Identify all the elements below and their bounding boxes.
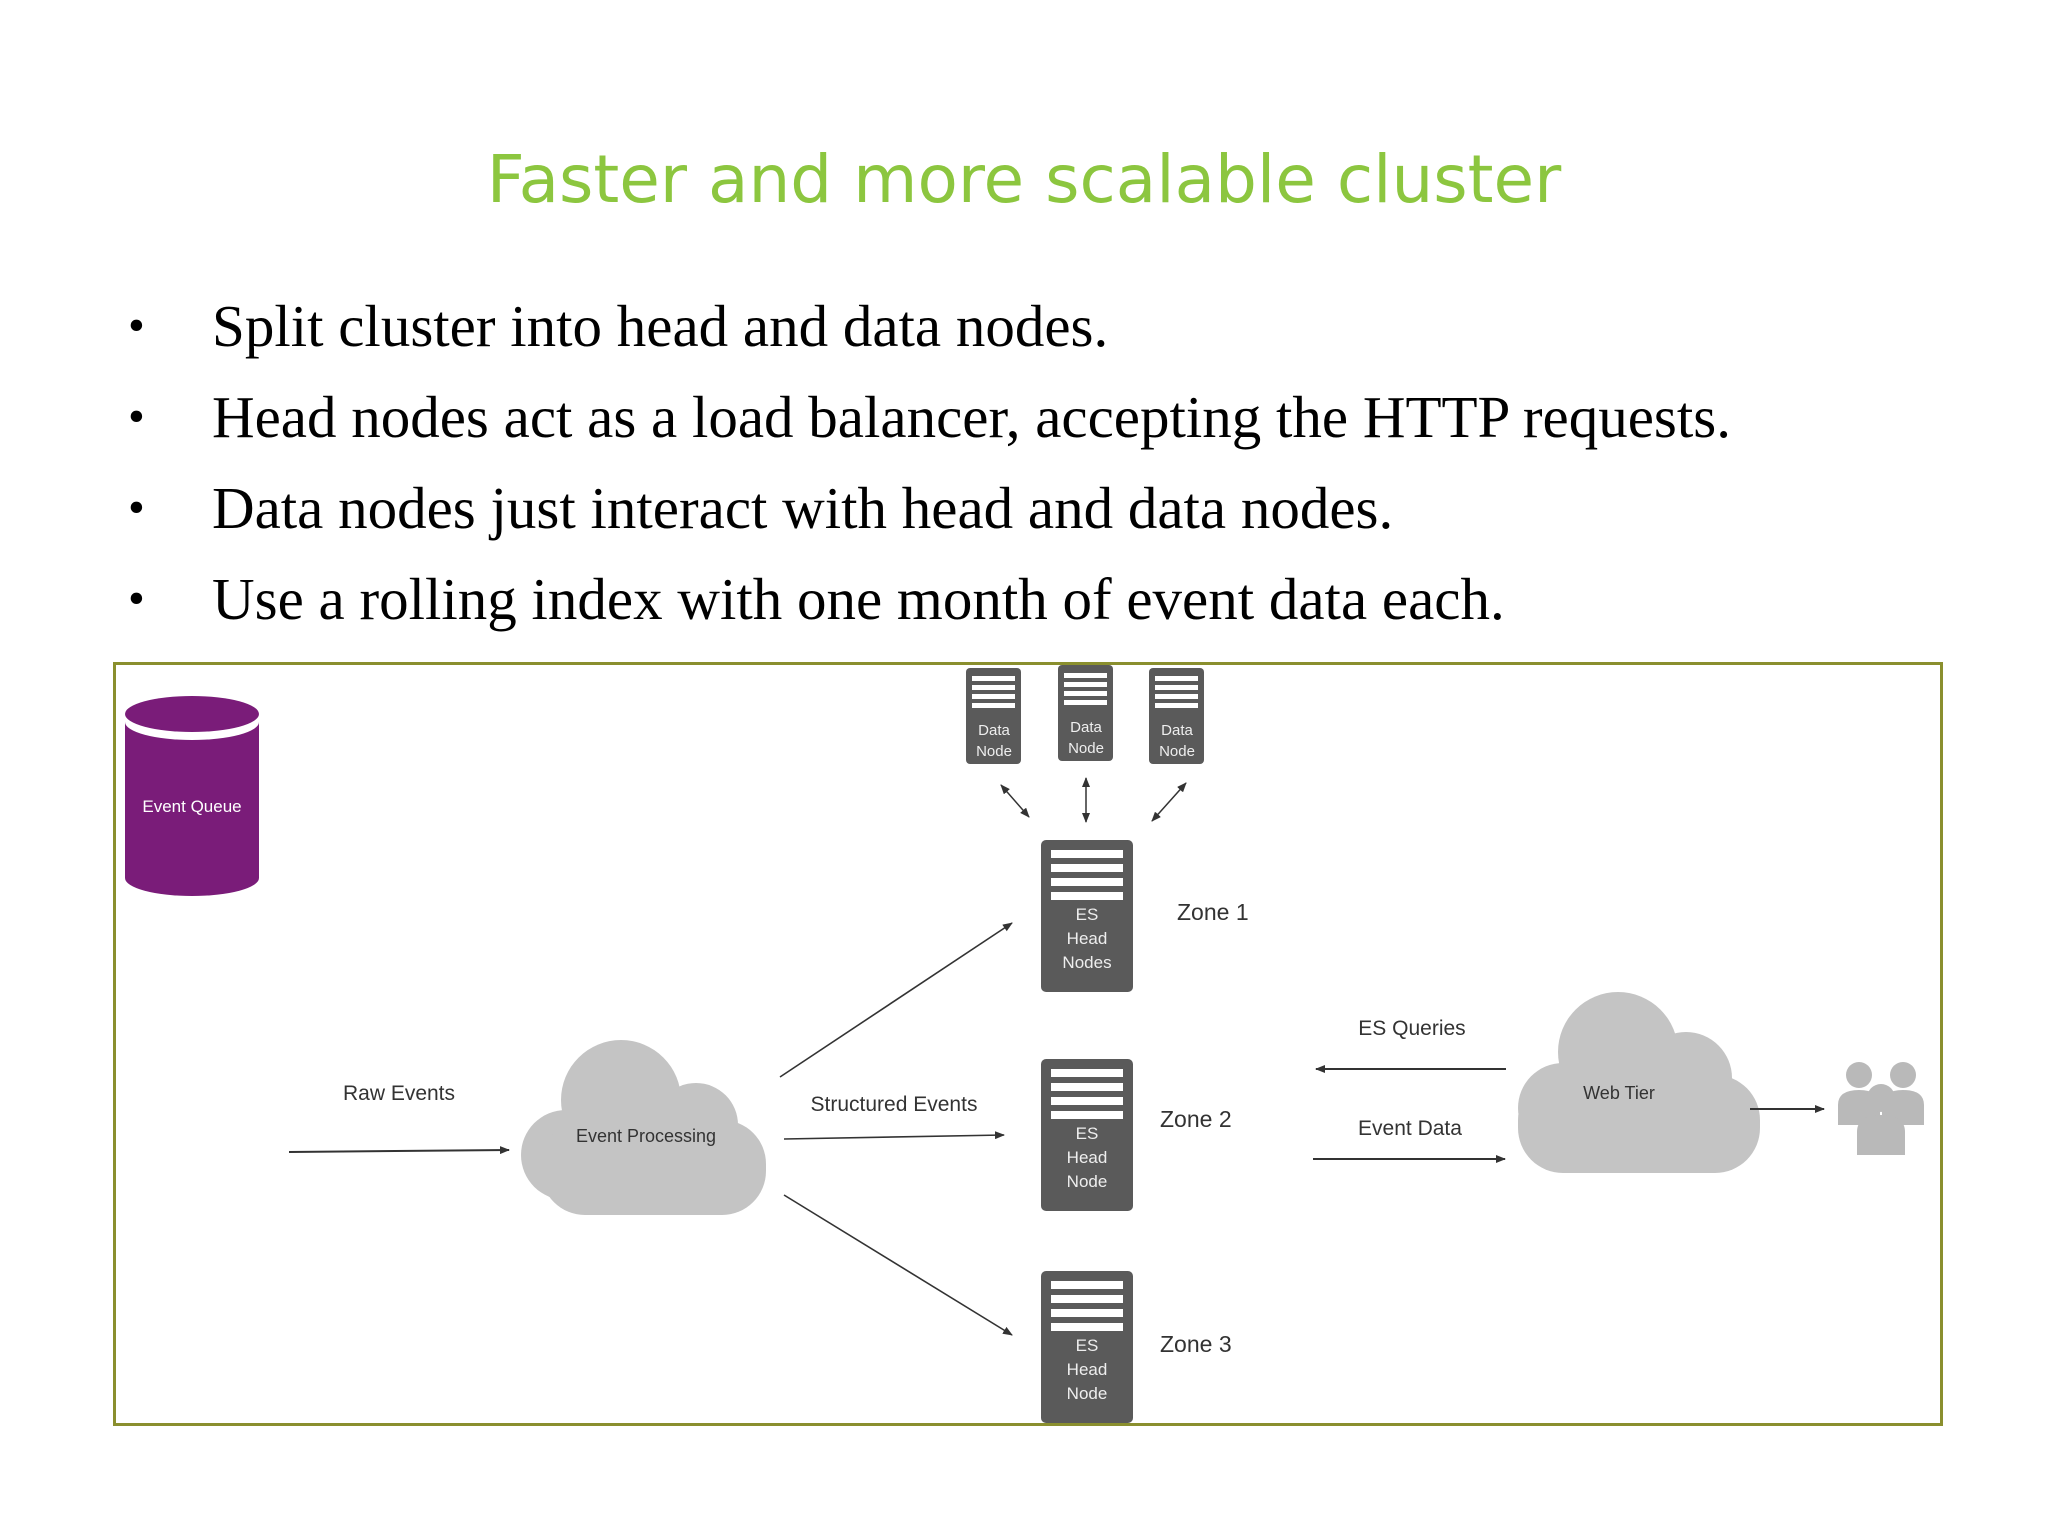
data-node-label: Node: [1159, 743, 1195, 760]
data-node-label: Node: [976, 743, 1012, 760]
head-node-label: ES: [1076, 1336, 1099, 1355]
event-queue-label: Event Queue: [142, 797, 241, 816]
data-node-1-icon: Data Node: [966, 668, 1021, 764]
es-head-node-zone1-icon: ES Head Nodes: [1041, 840, 1133, 992]
bullet-text: Use a rolling index with one month of ev…: [212, 566, 1505, 632]
data-node-label: Data: [1161, 722, 1193, 739]
event-processing-cloud-icon: [521, 1040, 766, 1215]
raw-events-arrow: [288, 1146, 510, 1155]
data-node-1-link: [1000, 784, 1030, 818]
head-node-label: Nodes: [1062, 953, 1111, 972]
bullet-list: • Split cluster into head and data nodes…: [128, 286, 2008, 650]
head-node-label: Head: [1067, 929, 1108, 948]
event-queue-icon: Event Queue: [125, 696, 259, 896]
users-icon: [1838, 1062, 1924, 1155]
web-tier-cloud-icon: [1518, 992, 1760, 1173]
slide-title: Faster and more scalable cluster: [486, 141, 1562, 218]
data-node-2-icon: Data Node: [1058, 665, 1113, 761]
event-processing-label: Event Processing: [576, 1126, 716, 1146]
bullet-dot: •: [128, 481, 145, 534]
zone3-label: Zone 3: [1160, 1331, 1232, 1357]
head-node-label: ES: [1076, 905, 1099, 924]
head-node-label: Head: [1067, 1360, 1108, 1379]
data-node-3-icon: Data Node: [1149, 668, 1204, 764]
bullet-text: Head nodes act as a load balancer, accep…: [212, 384, 1731, 450]
head-node-label: Node: [1067, 1384, 1108, 1403]
head-node-label: Head: [1067, 1148, 1108, 1167]
zone2-label: Zone 2: [1160, 1106, 1232, 1132]
bullet-item: • Head nodes act as a load balancer, acc…: [128, 377, 2008, 468]
web-tier-label: Web Tier: [1583, 1083, 1655, 1103]
structured-events-label: Structured Events: [811, 1093, 978, 1116]
arrow-to-zone3: [783, 1194, 1013, 1336]
bullet-item: • Split cluster into head and data nodes…: [128, 286, 2008, 377]
es-queries-label: ES Queries: [1358, 1017, 1465, 1040]
bullet-text: Split cluster into head and data nodes.: [212, 293, 1109, 359]
bullet-dot: •: [128, 572, 145, 625]
data-node-label: Node: [1068, 740, 1104, 757]
architecture-diagram: Event Queue Raw Events Event Processing …: [113, 662, 1943, 1426]
head-node-label: ES: [1076, 1124, 1099, 1143]
bullet-item: • Use a rolling index with one month of …: [128, 559, 2008, 650]
zone1-label: Zone 1: [1177, 899, 1249, 925]
data-node-3-link: [1151, 782, 1187, 822]
bullet-dot: •: [128, 299, 145, 352]
bullet-dot: •: [128, 390, 145, 443]
event-data-label: Event Data: [1358, 1117, 1462, 1140]
es-head-node-zone2-icon: ES Head Node: [1041, 1059, 1133, 1211]
data-node-label: Data: [1070, 719, 1102, 736]
diagram-canvas: Event Queue Raw Events Event Processing …: [125, 665, 1924, 1423]
arrow-to-zone1: [779, 922, 1013, 1078]
data-node-label: Data: [978, 722, 1010, 739]
bullet-item: • Data nodes just interact with head and…: [128, 468, 2008, 559]
bullet-text: Data nodes just interact with head and d…: [212, 475, 1394, 541]
raw-events-label: Raw Events: [343, 1082, 455, 1105]
arrow-to-zone2: [783, 1131, 1005, 1140]
head-node-label: Node: [1067, 1172, 1108, 1191]
es-head-node-zone3-icon: ES Head Node: [1041, 1271, 1133, 1423]
